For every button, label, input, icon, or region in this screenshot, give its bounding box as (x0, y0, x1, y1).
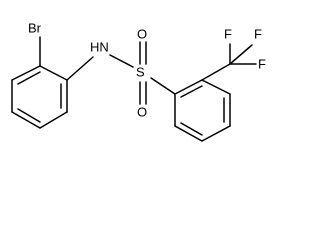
trifluoromethyl-bonds (201, 43, 257, 81)
fluorine-right-label: F (254, 26, 262, 41)
oxygen-top-label: O (137, 26, 147, 41)
n-s-bond (109, 54, 134, 68)
sulfur-label: S (136, 64, 145, 79)
s-c-bond (150, 77, 176, 95)
fluorine-mid-label: F (258, 56, 266, 71)
c-n-bond (66, 56, 94, 81)
fluorine-top-label: F (224, 26, 232, 41)
bromophenyl-ring (11, 65, 68, 129)
trifluoromethylphenyl-ring (174, 79, 231, 142)
bromine-label: Br (28, 20, 42, 35)
oxygen-bottom-label: O (137, 104, 147, 119)
amine-label: HN (90, 39, 109, 54)
chemical-structure: Br HN S O O F F F (11, 20, 266, 142)
sulfonyl-oxygen-bonds (139, 41, 147, 105)
